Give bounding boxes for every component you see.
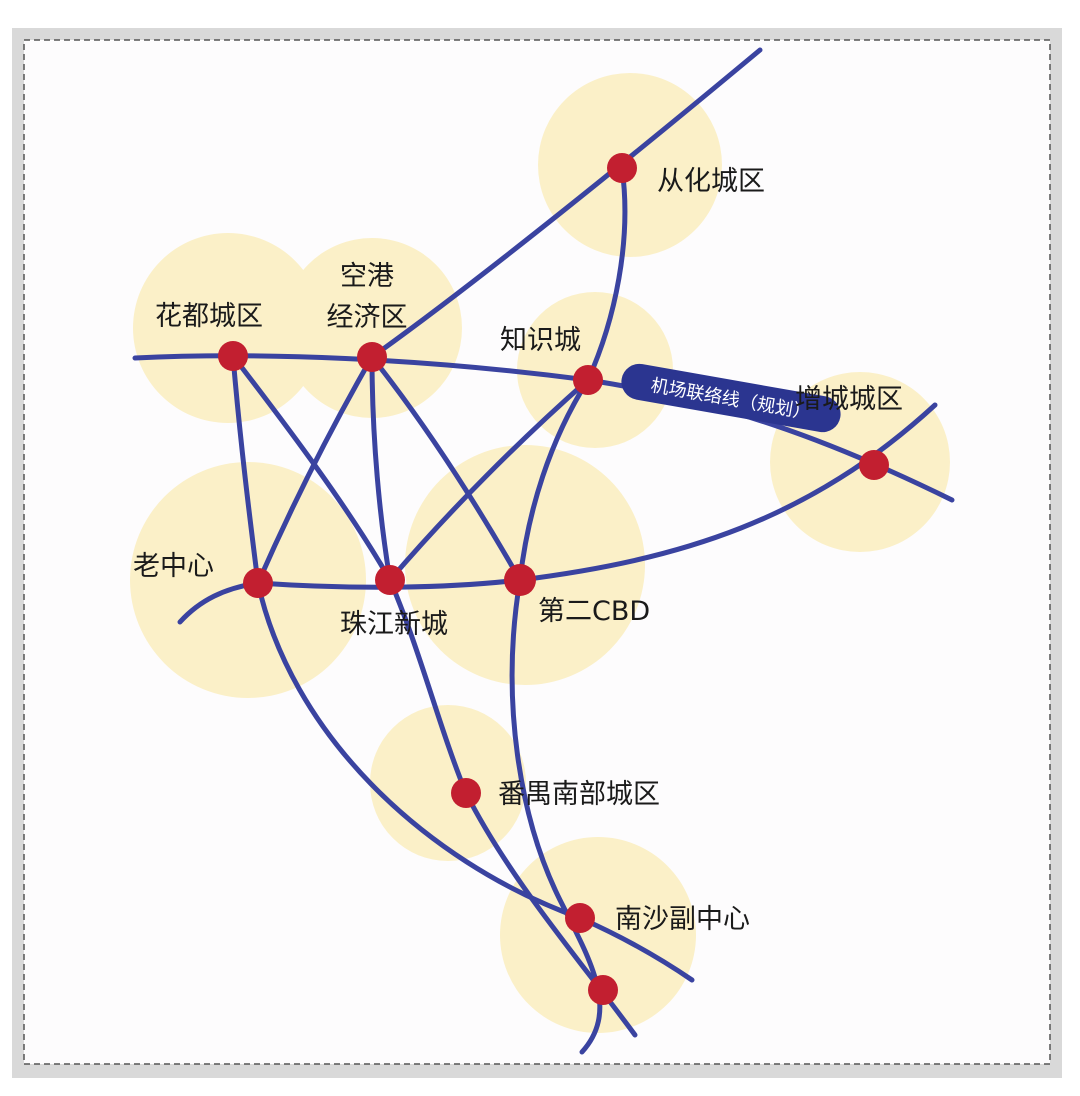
label-zengcheng: 增城城区 — [795, 384, 903, 415]
route-konggang-zhujiang — [369, 354, 393, 583]
node-conghua — [607, 153, 637, 183]
node-zhishi — [573, 365, 603, 395]
route-huadu-zhujiang — [230, 353, 393, 583]
node-panyu — [451, 778, 481, 808]
label-laozhongxin: 老中心 — [133, 551, 214, 582]
label-konggang-2: 经济区 — [327, 302, 408, 333]
label-konggang-1: 空港 — [340, 261, 394, 292]
route-konggang-dierCBD — [369, 354, 523, 583]
route-conghua-zhishi — [585, 165, 628, 383]
node-south-terminal — [588, 975, 618, 1005]
label-huadu: 花都城区 — [155, 301, 263, 332]
route-conghua-konggang — [369, 47, 763, 360]
route-huadu-laozhongxin — [230, 353, 261, 586]
label-conghua: 从化城区 — [657, 166, 765, 197]
airport-link-badge: 机场联络线（规划） — [621, 363, 841, 433]
label-panyu: 番禺南部城区 — [498, 779, 660, 810]
node-nansha — [565, 903, 595, 933]
route-laozhongxin-nansha — [255, 580, 695, 983]
zone-nansha — [500, 837, 696, 1033]
node-laozhongxin — [243, 568, 273, 598]
zone-konggang — [282, 238, 462, 418]
badge-background — [621, 363, 841, 433]
label-zhujiang: 珠江新城 — [340, 609, 448, 640]
node-zhujiang — [375, 565, 405, 595]
zone-huadu — [133, 233, 323, 423]
labels: 从化城区 花都城区 空港 经济区 知识城 增城城区 老中心 珠江新城 第二CBD… — [133, 166, 903, 935]
label-nansha: 南沙副中心 — [615, 904, 750, 935]
label-zhishi: 知识城 — [500, 325, 581, 356]
route-zhishi-dierCBD — [517, 377, 591, 583]
label-dierCBD: 第二CBD — [538, 596, 650, 627]
node-huadu — [218, 341, 248, 371]
route-east-west-central — [255, 402, 938, 590]
node-konggang — [357, 342, 387, 372]
route-zhishi-zhujiang — [387, 377, 591, 583]
node-zengcheng — [859, 450, 889, 480]
nodes — [218, 153, 889, 1005]
node-dierCBD — [504, 564, 536, 596]
route-konggang-laozhongxin — [255, 354, 375, 586]
